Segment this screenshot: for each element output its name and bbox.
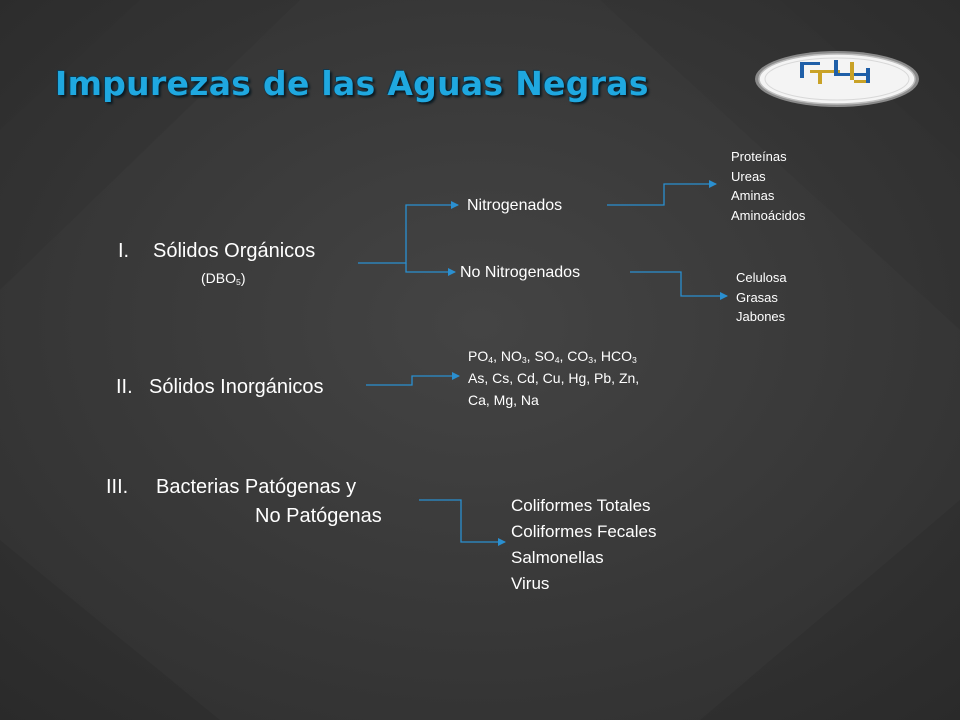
formula-line: Ca, Mg, Na xyxy=(468,392,539,408)
list-item: Virus xyxy=(511,574,550,593)
arrow-organicos-no-nitrogenados xyxy=(405,263,456,276)
list-item: Celulosa xyxy=(736,270,787,285)
slide-title: Impurezas de las Aguas Negras xyxy=(55,64,649,103)
formula-line: As, Cs, Cd, Cu, Hg, Pb, Zn, xyxy=(468,370,640,386)
list-inorganicos: PO4, NO3, SO4, CO3, HCO3 As, Cs, Cd, Cu,… xyxy=(468,345,639,411)
arrow-bacterias-list xyxy=(419,499,506,546)
formula-line: PO4, NO3, SO4, CO3, HCO3 xyxy=(468,348,637,366)
arrow-no-nitrogenados-list xyxy=(630,271,728,300)
list-item: Jabones xyxy=(736,309,786,324)
list-item: Coliformes Totales xyxy=(511,496,651,515)
list-item: Proteínas xyxy=(731,149,787,164)
section-1-numeral: I. xyxy=(118,240,130,262)
branch-nitrogenados: Nitrogenados xyxy=(467,197,563,214)
section-2-label: Sólidos Inorgánicos xyxy=(149,376,324,398)
list-item: Aminas xyxy=(731,188,775,203)
list-nitrogenados: Proteínas Ureas Aminas Aminoácidos xyxy=(731,147,805,225)
list-item: Coliformes Fecales xyxy=(511,522,657,541)
list-item: Grasas xyxy=(736,289,778,305)
branch-no-nitrogenados: No Nitrogenados xyxy=(460,264,581,281)
list-item: Ureas xyxy=(731,168,766,184)
arrow-organicos-nitrogenados xyxy=(358,201,459,264)
arrow-nitrogenados-list xyxy=(607,180,717,206)
institution-logo xyxy=(755,51,919,107)
section-1-sublabel: (DBO5) xyxy=(201,270,246,288)
list-bacterias: Coliformes Totales Coliformes Fecales Sa… xyxy=(511,493,657,597)
arrow-inorganicos-list xyxy=(366,372,460,386)
section-3-label-line1: Bacterias Patógenas y xyxy=(156,476,357,498)
section-1-label: Sólidos Orgánicos xyxy=(153,240,316,262)
list-item: Aminoácidos xyxy=(731,207,806,223)
section-3-label-line2: No Patógenas xyxy=(255,505,382,527)
section-3-numeral: III. xyxy=(106,476,129,498)
list-no-nitrogenados: Celulosa Grasas Jabones xyxy=(736,268,787,327)
section-2-numeral: II. xyxy=(116,376,133,398)
list-item: Salmonellas xyxy=(511,548,604,567)
